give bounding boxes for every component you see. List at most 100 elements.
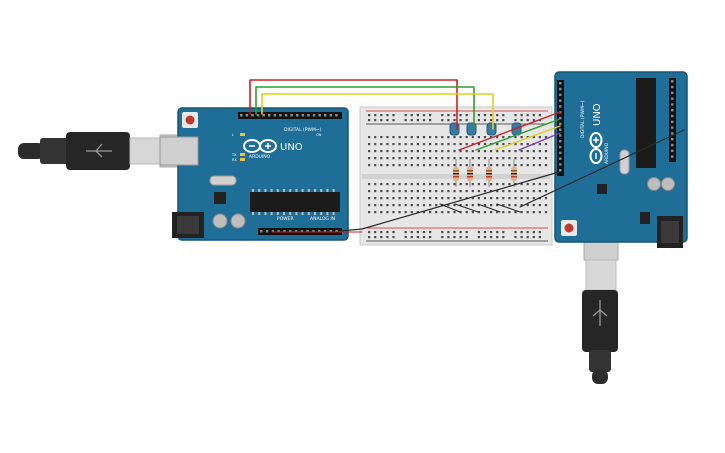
wire-yellow-top[interactable] [261, 93, 494, 130]
hole [386, 190, 389, 193]
hole [374, 157, 377, 160]
hole [422, 211, 426, 214]
hole [459, 197, 462, 200]
hole [386, 136, 389, 139]
resistor-1[interactable] [453, 159, 459, 187]
jumper-1[interactable] [439, 203, 461, 213]
hole [526, 143, 529, 146]
hole [477, 136, 480, 139]
chip-pin [332, 189, 335, 192]
wire-purple-right[interactable] [518, 132, 561, 151]
rail-hole [490, 114, 493, 117]
hole [441, 211, 444, 214]
rail-hole [374, 114, 377, 117]
arduino-uno-right[interactable]: DIGITAL (PWM~) UNO ARDUINO [554, 71, 688, 248]
reset-button[interactable] [564, 223, 574, 233]
hole [483, 150, 487, 153]
hole [410, 136, 413, 139]
usb-cable-right[interactable] [582, 217, 619, 384]
header-pin [294, 230, 298, 233]
hole [416, 183, 419, 186]
hole [514, 204, 517, 207]
resistor-2[interactable] [467, 159, 473, 187]
header-pin [301, 114, 305, 117]
chip-pin [289, 189, 292, 192]
hole [392, 164, 395, 167]
hole [538, 183, 541, 186]
hole [380, 197, 383, 200]
wire-red-top[interactable] [249, 79, 458, 130]
header-pin [559, 134, 562, 137]
chip-pin [326, 212, 329, 215]
hole [368, 157, 371, 160]
header-pin [289, 230, 292, 233]
jumper-2[interactable] [454, 203, 479, 213]
arduino-uno-left[interactable]: DIGITAL (PWM~) POWER ANALOG IN UNO ARDUI… [159, 107, 349, 241]
hole [441, 164, 444, 167]
hole [508, 164, 511, 167]
power-jack-inner [661, 221, 679, 243]
chip-pin [258, 212, 261, 215]
rail-hole [538, 231, 541, 234]
digital-header [557, 80, 564, 176]
jumper-3[interactable] [477, 203, 501, 213]
rail-hole [483, 114, 487, 117]
wire-green-top[interactable] [255, 86, 475, 130]
hole [502, 190, 505, 193]
hole [398, 197, 401, 200]
wire-black-left[interactable] [339, 171, 560, 232]
header-pin [307, 114, 310, 117]
hole [459, 150, 462, 153]
hole [398, 150, 401, 153]
hole [429, 197, 432, 200]
usb-connector-metal-right [585, 259, 617, 291]
rail-hole [502, 119, 505, 122]
led-rx-indicator [240, 158, 245, 161]
hole [422, 150, 426, 153]
reset-button[interactable] [185, 115, 195, 125]
resistor-4[interactable] [511, 159, 517, 187]
header-pin [559, 157, 562, 160]
header-pin [671, 114, 674, 118]
rail-hole [392, 119, 395, 122]
rail-hole [447, 114, 450, 117]
header-pin [671, 85, 674, 89]
hole [422, 136, 426, 139]
rail-hole [514, 236, 517, 239]
rail-hole [502, 114, 505, 117]
hole [429, 183, 432, 186]
header-pin [284, 114, 288, 117]
breadboard-holes [368, 114, 548, 239]
hole [471, 190, 474, 193]
wire-green-right[interactable] [475, 118, 561, 151]
rail-hole [368, 236, 371, 239]
rail-hole [422, 236, 426, 239]
led-3[interactable] [486, 122, 497, 136]
wire-red-right[interactable] [458, 111, 561, 151]
jumper-4[interactable] [496, 203, 521, 213]
hole [496, 190, 499, 193]
hole [392, 136, 395, 139]
hole [465, 150, 468, 153]
chip-pin [301, 212, 304, 215]
hole [447, 197, 450, 200]
header-pin [251, 114, 254, 117]
rail-hole [526, 236, 529, 239]
header-pin [268, 114, 271, 117]
hole [453, 204, 456, 207]
rail-hole [429, 114, 432, 117]
hole [416, 197, 419, 200]
hole [496, 211, 499, 214]
hole [380, 190, 383, 193]
hole [435, 204, 438, 207]
resistor-3[interactable] [486, 159, 492, 187]
header-pin [256, 114, 260, 117]
wire-yellow-right[interactable] [494, 125, 561, 151]
chip-pin [332, 212, 335, 215]
hole [508, 197, 511, 200]
rail-hole [386, 119, 389, 122]
hole [520, 136, 523, 139]
hole [544, 143, 548, 146]
wire-black-right[interactable] [519, 129, 685, 208]
hole [368, 164, 371, 167]
